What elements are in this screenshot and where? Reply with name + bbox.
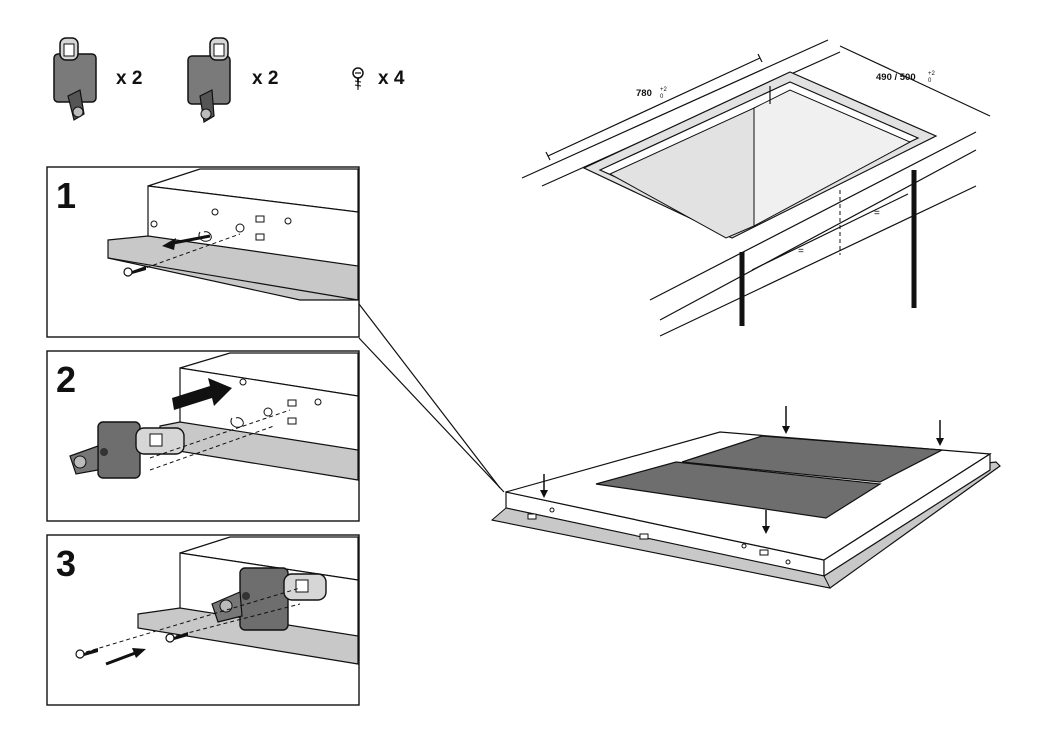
step-3-panel: 3 bbox=[46, 534, 360, 706]
screw-icon bbox=[75, 648, 98, 659]
hob-diagram bbox=[490, 406, 1001, 589]
clip-a-quantity: x 2 bbox=[116, 68, 142, 89]
width-tolerance-top: +2 bbox=[660, 87, 668, 93]
width-dimension-label: 780 +2 0 bbox=[636, 87, 668, 100]
callout-line bbox=[358, 337, 505, 493]
mounting-clip-icon bbox=[187, 37, 231, 123]
callout-line bbox=[358, 303, 501, 489]
parts-row: x 2 x 2 x 4 bbox=[53, 37, 405, 123]
mounting-clip-icon bbox=[53, 37, 97, 121]
equal-distance-mark: = bbox=[874, 208, 880, 219]
worktop-cutout-diagram: 780 +2 0 490 / 500 +2 0 = = bbox=[521, 39, 991, 337]
screw-icon bbox=[165, 632, 188, 643]
step-2-panel: 2 bbox=[46, 350, 360, 522]
mounting-clip-icon bbox=[69, 421, 185, 479]
press-down-arrow bbox=[936, 420, 944, 446]
step-number: 3 bbox=[56, 543, 76, 584]
width-value: 780 bbox=[636, 88, 652, 99]
depth-tolerance-top: +2 bbox=[928, 71, 936, 77]
press-down-arrow bbox=[762, 510, 770, 534]
depth-value: 490 / 500 bbox=[876, 72, 916, 83]
screw-icon bbox=[352, 67, 364, 90]
clip-b-quantity: x 2 bbox=[252, 68, 278, 89]
step-number: 1 bbox=[56, 175, 76, 216]
equal-distance-mark: = bbox=[798, 246, 804, 257]
press-down-arrow bbox=[540, 474, 548, 498]
screw-icon bbox=[123, 266, 146, 277]
screw-quantity: x 4 bbox=[378, 68, 405, 89]
press-down-arrow bbox=[782, 406, 790, 434]
step-1-panel: 1 bbox=[46, 166, 360, 338]
width-tolerance-bottom: 0 bbox=[660, 94, 664, 100]
step-number: 2 bbox=[56, 359, 76, 400]
cooking-zone bbox=[595, 461, 882, 519]
depth-dimension-label: 490 / 500 +2 0 bbox=[876, 71, 936, 84]
depth-tolerance-bottom: 0 bbox=[928, 78, 932, 84]
cooking-zone bbox=[681, 435, 945, 483]
